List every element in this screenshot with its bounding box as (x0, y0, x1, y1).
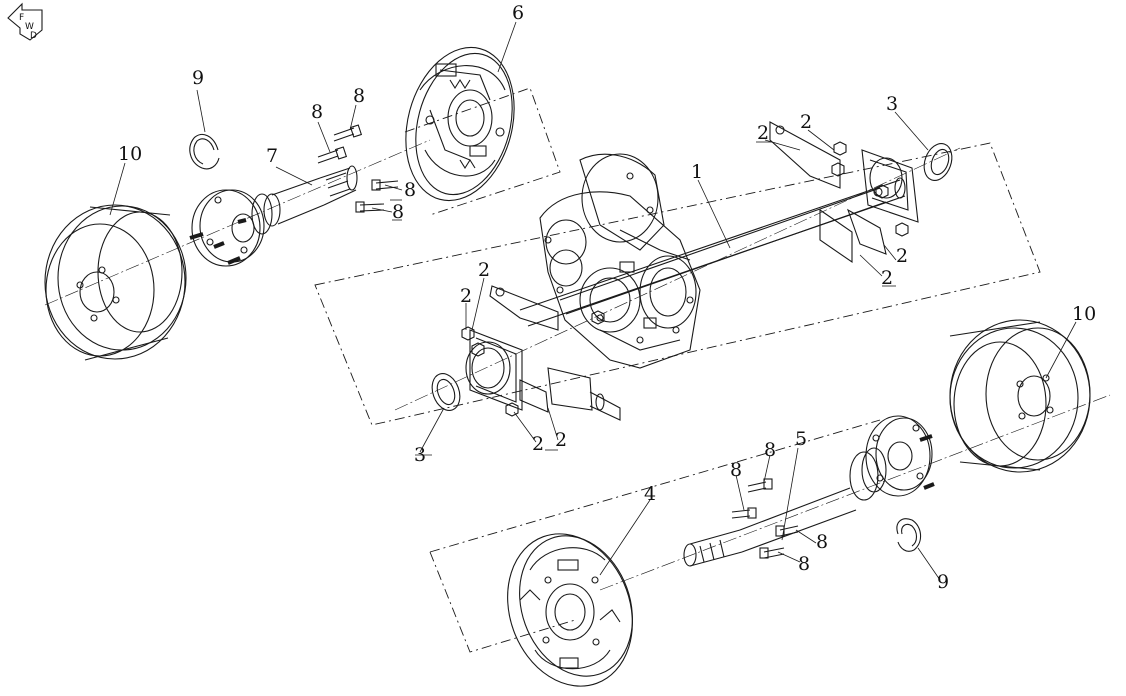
brake-assembly-right (507, 533, 633, 687)
nuts-group (461, 141, 909, 417)
callout-brake-assembly-right: 4 (644, 483, 656, 505)
callout-nut-f: 2 (460, 285, 472, 307)
leader-lines (109, 21, 1077, 581)
bolts-left-group (317, 124, 399, 213)
hub-flange-right (865, 415, 935, 497)
callout-bolt-left-upper-b: 8 (353, 85, 365, 107)
callout-nut-a: 2 (757, 122, 769, 144)
callout-bolt-right-d: 8 (798, 553, 810, 575)
callout-nut-b: 2 (800, 111, 812, 133)
dashed-boundary-left-brake (404, 87, 561, 216)
half-shaft-left (251, 165, 358, 235)
callout-bolt-right-b: 8 (764, 439, 776, 461)
callout-nut-c: 2 (896, 245, 908, 267)
fwd-arrow-icon (7, 2, 43, 41)
brake-assembly-left (405, 46, 515, 202)
fwd-letter-f: F (19, 13, 24, 23)
oil-seal-left (431, 373, 461, 411)
oil-seal-right (923, 143, 953, 181)
callout-bolt-right-a: 8 (730, 459, 742, 481)
dashed-boundary-axle (314, 142, 1041, 426)
callout-bolt-left-lower-a: 8 (404, 179, 416, 201)
fwd-letter-w: W (25, 22, 34, 32)
callout-oil-seal-left: 3 (414, 444, 426, 466)
callout-brake-drum-right: 10 (1072, 303, 1096, 325)
callout-brake-assembly-left: 6 (512, 2, 524, 24)
callout-half-shaft-right: 5 (795, 428, 807, 450)
callout-bolt-right-c: 8 (816, 531, 828, 553)
callout-nut-h: 2 (555, 429, 567, 451)
callout-retaining-ring-right: 9 (937, 571, 949, 593)
bolts-right-group (731, 478, 799, 559)
callout-oil-seal-right: 3 (886, 93, 898, 115)
retaining-ring-right (896, 518, 922, 552)
half-shaft-right (683, 447, 887, 567)
retaining-ring-left (189, 133, 220, 170)
callout-rear-axle-housing: 1 (691, 161, 703, 183)
brake-drum-right (949, 319, 1091, 473)
dashed-boundary-right-half-shaft (429, 419, 881, 653)
fwd-letter-d: D (30, 31, 37, 41)
callout-nut-g: 2 (532, 433, 544, 455)
callout-bolt-left-lower-b: 8 (392, 201, 404, 223)
brake-drum-left (44, 204, 187, 361)
hub-flange-left (189, 189, 265, 267)
callout-half-shaft-left: 7 (266, 145, 278, 167)
callout-nut-e: 2 (478, 259, 490, 281)
callout-nut-d: 2 (881, 267, 893, 289)
callout-retaining-ring-left: 9 (192, 67, 204, 89)
callout-brake-drum-left: 10 (118, 143, 142, 165)
callout-bolt-left-upper-a: 8 (311, 101, 323, 123)
gearbox-assembly (539, 153, 701, 369)
